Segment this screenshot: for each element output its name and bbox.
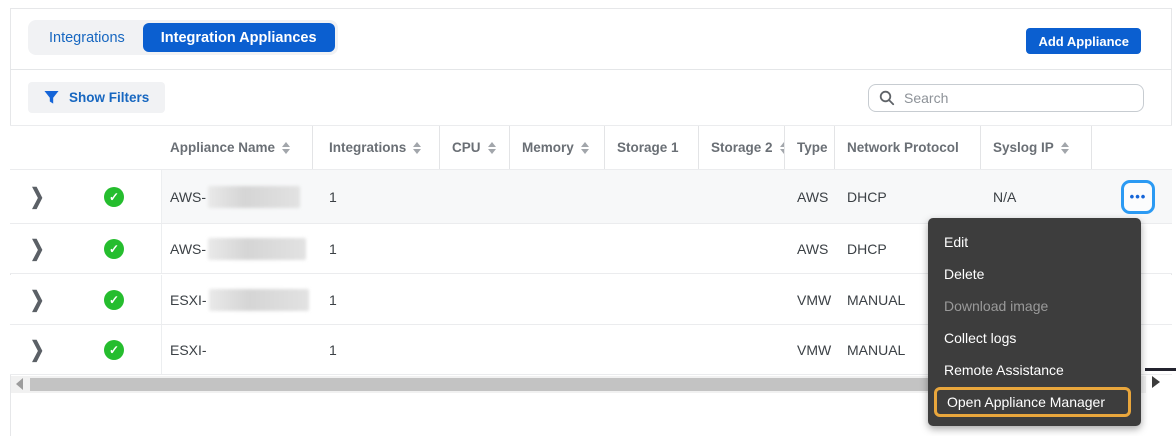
sort-icon[interactable] [282, 141, 291, 154]
sort-icon[interactable] [779, 141, 784, 154]
column-header-syslog-ip[interactable]: Syslog IP [981, 126, 1092, 169]
status-ok-icon: ✓ [104, 289, 124, 310]
sort-icon[interactable] [580, 141, 589, 154]
memory-value [510, 170, 605, 223]
cpu-value [440, 170, 510, 223]
menu-item-download-image: Download image [944, 298, 1049, 314]
edge-line [1145, 368, 1176, 371]
integrations-count: 1 [329, 341, 337, 358]
column-header-cpu[interactable]: CPU [440, 126, 510, 169]
integrations-count: 1 [313, 170, 440, 223]
storage1-value [605, 275, 699, 324]
expand-row-chevron-icon[interactable]: ❯ [30, 236, 45, 260]
search-icon [879, 90, 895, 106]
show-filters-button[interactable]: Show Filters [28, 82, 166, 113]
filter-icon [44, 90, 59, 104]
cpu-value [440, 275, 510, 324]
scroll-right-arrow-icon[interactable] [1152, 376, 1160, 388]
cpu-value [440, 224, 510, 273]
column-header-type[interactable]: Type [785, 126, 835, 169]
memory-value [510, 325, 605, 374]
add-appliance-button[interactable]: Add Appliance [1026, 28, 1141, 54]
row-actions-context-menu: Edit Delete Download image Collect logs … [928, 218, 1141, 426]
storage1-value [605, 224, 699, 273]
status-ok-icon: ✓ [104, 186, 124, 207]
column-header-appliance-name[interactable]: Appliance Name [162, 126, 313, 169]
type-value: VMW [797, 341, 832, 358]
storage2-value [699, 170, 785, 223]
redacted-text [208, 288, 309, 311]
tab-group: Integrations Integration Appliances [28, 20, 338, 55]
search-input[interactable] [904, 90, 1104, 106]
menu-item-remote-assistance[interactable]: Remote Assistance [944, 362, 1064, 378]
search-box[interactable] [868, 84, 1144, 112]
header-actions-spacer [1092, 126, 1172, 169]
network-protocol-value: DHCP [835, 170, 981, 223]
tab-integration-appliances[interactable]: Integration Appliances [142, 23, 335, 52]
menu-item-edit[interactable]: Edit [944, 234, 969, 250]
expand-row-chevron-icon[interactable]: ❯ [30, 337, 45, 361]
header-expand-spacer [10, 126, 62, 169]
appliance-name: AWS- [170, 188, 207, 205]
type-value: AWS [785, 170, 835, 223]
syslog-ip-value: N/A [981, 170, 1092, 223]
expand-row-chevron-icon[interactable]: ❯ [30, 184, 45, 208]
storage2-value [699, 224, 785, 273]
show-filters-label: Show Filters [69, 90, 150, 105]
tab-integrations[interactable]: Integrations [49, 29, 125, 46]
appliance-name: ESXI- [170, 291, 207, 308]
column-header-memory[interactable]: Memory [510, 126, 605, 169]
redacted-text [208, 185, 301, 208]
header-divider [10, 69, 1172, 70]
table-row[interactable]: ❯ ✓ AWS- 1 AWS DHCP N/A ••• [10, 170, 1172, 224]
network-protocol-value: DHCP [847, 240, 887, 257]
status-ok-icon: ✓ [104, 238, 124, 259]
cpu-value [440, 325, 510, 374]
storage2-value [699, 325, 785, 374]
appliance-name: ESXI- [170, 341, 207, 358]
type-value: AWS [797, 240, 829, 257]
network-protocol-value: MANUAL [847, 291, 906, 308]
sort-icon[interactable] [487, 141, 496, 154]
type-value: VMW [797, 291, 832, 308]
sort-icon[interactable] [1060, 141, 1069, 154]
column-header-storage-2[interactable]: Storage 2 [699, 126, 785, 169]
column-header-storage-1[interactable]: Storage 1 [605, 126, 699, 169]
memory-value [510, 224, 605, 273]
scroll-left-arrow-icon[interactable] [16, 378, 23, 390]
menu-item-open-appliance-manager[interactable]: Open Appliance Manager [934, 387, 1131, 417]
network-protocol-value: MANUAL [847, 341, 906, 358]
header-status-spacer [62, 126, 162, 169]
column-header-network-protocol[interactable]: Network Protocol [835, 126, 981, 169]
integrations-count: 1 [329, 240, 337, 257]
integrations-count: 1 [329, 291, 337, 308]
row-actions-button[interactable]: ••• [1121, 179, 1155, 214]
menu-item-collect-logs[interactable]: Collect logs [944, 330, 1017, 346]
memory-value [510, 275, 605, 324]
status-ok-icon: ✓ [104, 339, 124, 360]
table-header: Appliance Name Integrations CPU Memory S… [10, 125, 1172, 170]
appliance-name: AWS- [170, 240, 207, 257]
storage1-value [605, 170, 699, 223]
horizontal-scrollbar-thumb[interactable] [30, 378, 1140, 391]
redacted-text [208, 237, 307, 260]
storage1-value [605, 325, 699, 374]
column-header-integrations[interactable]: Integrations [313, 126, 440, 169]
storage2-value [699, 275, 785, 324]
sort-icon[interactable] [413, 141, 422, 154]
menu-item-delete[interactable]: Delete [944, 266, 985, 282]
expand-row-chevron-icon[interactable]: ❯ [30, 287, 45, 311]
